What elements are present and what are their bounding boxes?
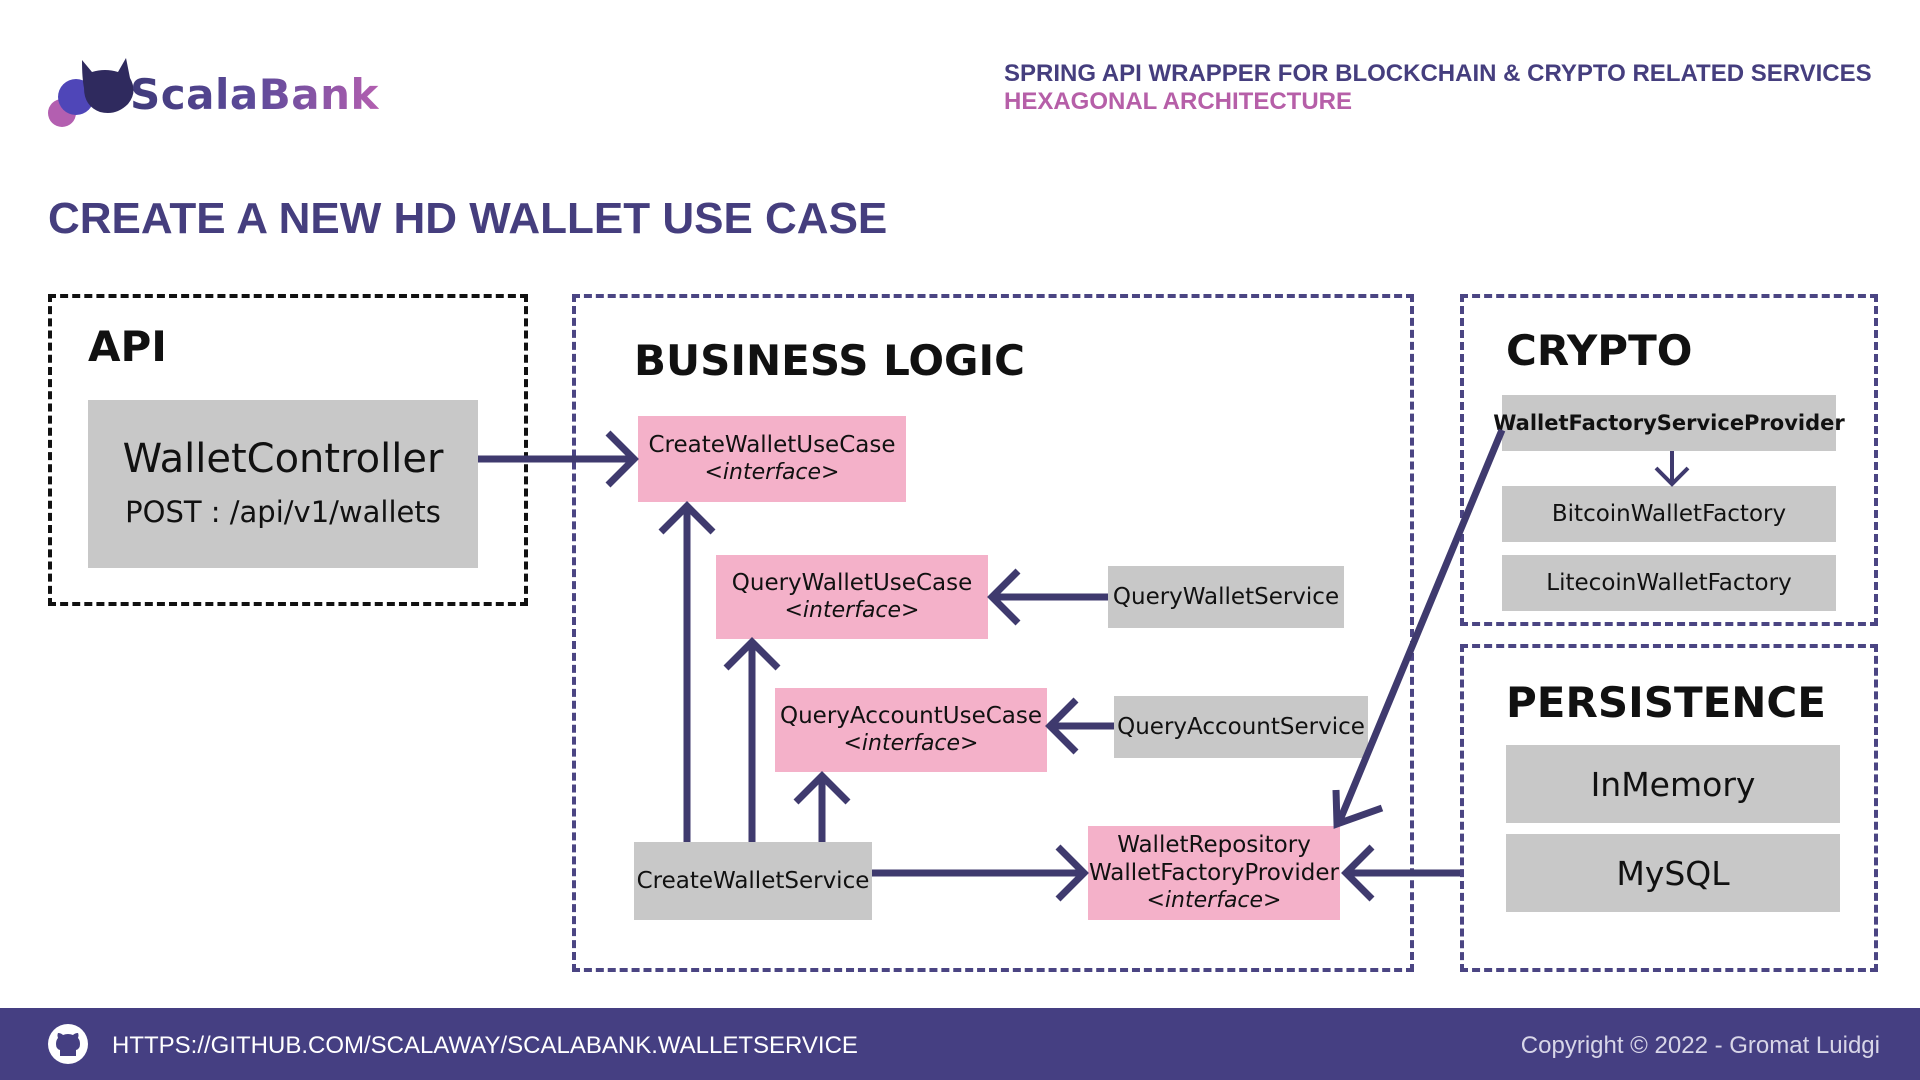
wallet-controller-name: WalletController xyxy=(122,436,444,482)
query-wallet-usecase-stereotype: <interface> xyxy=(784,598,920,623)
query-account-usecase-stereotype: <interface> xyxy=(843,731,979,756)
arrow-query-account-service-to-usecase xyxy=(1045,697,1114,755)
query-account-service-name: QueryAccountService xyxy=(1117,714,1365,740)
persistence-zone-title: PERSISTENCE xyxy=(1506,678,1826,727)
bitcoin-wallet-factory-box: BitcoinWalletFactory xyxy=(1502,486,1836,542)
wallet-factory-service-provider-name: WalletFactoryServiceProvider xyxy=(1493,411,1845,435)
business-logic-zone xyxy=(572,294,1414,972)
mysql-name: MySQL xyxy=(1616,853,1730,893)
footer-github-link[interactable]: HTTPS://GITHUB.COM/SCALAWAY/SCALABANK.WA… xyxy=(112,1032,858,1059)
arrow-service-to-query-wallet-usecase xyxy=(723,637,781,842)
arrow-service-to-query-account-usecase xyxy=(793,771,851,842)
inmemory-name: InMemory xyxy=(1590,764,1756,804)
wallet-repository-name: WalletRepository xyxy=(1117,832,1311,858)
header-architecture: HEXAGONAL ARCHITECTURE xyxy=(1004,88,1353,115)
wallet-factory-provider-name: WalletFactoryProvider xyxy=(1088,860,1340,886)
wallet-factory-service-provider-box: WalletFactoryServiceProvider xyxy=(1493,395,1845,451)
page-title: CREATE A NEW HD WALLET USE CASE xyxy=(48,194,888,243)
create-wallet-service-name: CreateWalletService xyxy=(636,868,870,894)
query-wallet-service-name: QueryWalletService xyxy=(1112,584,1340,610)
query-account-usecase-name: QueryAccountUseCase xyxy=(779,703,1043,729)
crypto-zone-title: CRYPTO xyxy=(1506,326,1693,375)
mysql-box: MySQL xyxy=(1506,834,1840,912)
wallet-controller-route: POST : /api/v1/wallets xyxy=(125,495,441,529)
persistence-zone xyxy=(1460,644,1878,972)
create-wallet-usecase-name: CreateWalletUseCase xyxy=(648,432,896,458)
litecoin-wallet-factory-box: LitecoinWalletFactory xyxy=(1502,555,1836,611)
bitcoin-wallet-factory-name: BitcoinWalletFactory xyxy=(1551,501,1787,527)
footer-copyright: Copyright © 2022 - Gromat Luidgi xyxy=(1520,1032,1880,1059)
query-wallet-usecase-name: QueryWalletUseCase xyxy=(731,570,973,596)
business-logic-zone-title: BUSINESS LOGIC xyxy=(634,336,1025,385)
query-account-usecase-box: QueryAccountUseCase <interface> xyxy=(775,688,1047,772)
arrow-persistence-to-repository xyxy=(1341,844,1460,902)
arrow-service-to-repository xyxy=(872,844,1089,902)
arrow-service-to-create-usecase xyxy=(658,501,716,842)
wallet-repository-stereotype: <interface> xyxy=(1146,888,1282,913)
brand-name: ScalaBank xyxy=(130,70,379,119)
footer-bar xyxy=(0,1008,1920,1080)
query-wallet-usecase-box: QueryWalletUseCase <interface> xyxy=(716,555,988,639)
litecoin-wallet-factory-name: LitecoinWalletFactory xyxy=(1546,570,1792,596)
api-zone xyxy=(48,294,528,606)
inmemory-box: InMemory xyxy=(1506,745,1840,823)
arrow-crypto-to-repository xyxy=(1332,428,1506,829)
query-account-service-box: QueryAccountService xyxy=(1114,696,1368,758)
wallet-repository-box: WalletRepository WalletFactoryProvider <… xyxy=(1088,826,1340,920)
cat-logo-icon xyxy=(48,58,134,127)
create-wallet-service-box: CreateWalletService xyxy=(634,842,872,920)
header-subtitle: SPRING API WRAPPER FOR BLOCKCHAIN & CRYP… xyxy=(1004,60,1872,87)
crypto-zone xyxy=(1460,294,1878,626)
arrow-controller-to-create-usecase xyxy=(478,430,639,488)
create-wallet-usecase-box: CreateWalletUseCase <interface> xyxy=(638,416,906,502)
create-wallet-usecase-stereotype: <interface> xyxy=(704,460,840,485)
api-zone-title: API xyxy=(88,322,167,371)
wallet-controller-box: WalletController POST : /api/v1/wallets xyxy=(88,400,478,568)
arrow-query-wallet-service-to-usecase xyxy=(987,568,1108,626)
query-wallet-service-box: QueryWalletService xyxy=(1108,566,1344,628)
github-icon[interactable] xyxy=(46,1022,90,1066)
arrow-provider-to-factories xyxy=(1654,451,1690,487)
